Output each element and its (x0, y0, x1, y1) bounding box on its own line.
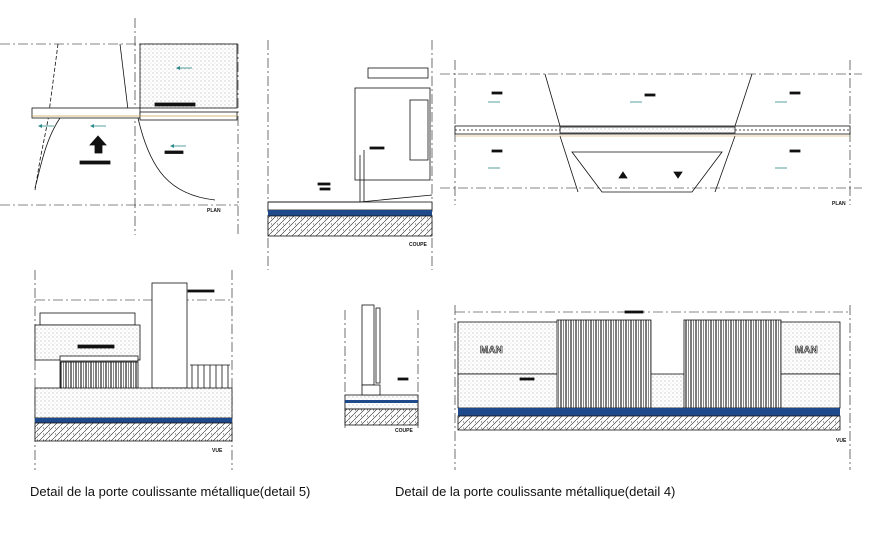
plan-detail-5 (0, 18, 239, 235)
vue-label-1: VUE (212, 448, 223, 454)
coupe-section-top (267, 40, 433, 270)
vue-label-2: VUE (836, 438, 847, 444)
plan-detail-4 (440, 60, 862, 205)
coupe-label-1: COUPE (409, 242, 427, 248)
caption-detail-4: Detail de la porte coulissante métalliqu… (395, 484, 676, 499)
plan-label-1: PLAN (207, 208, 221, 214)
coupe-section-bottom (344, 304, 419, 430)
logo-text-right: MAN (795, 345, 818, 356)
vue-detail-5 (34, 270, 233, 470)
vue-detail-4 (454, 305, 851, 470)
logo-text-left: MAN (480, 345, 503, 356)
plan-label-2: PLAN (832, 201, 846, 207)
caption-detail-5: Detail de la porte coulissante métalliqu… (30, 484, 311, 499)
coupe-label-2: COUPE (395, 428, 413, 434)
